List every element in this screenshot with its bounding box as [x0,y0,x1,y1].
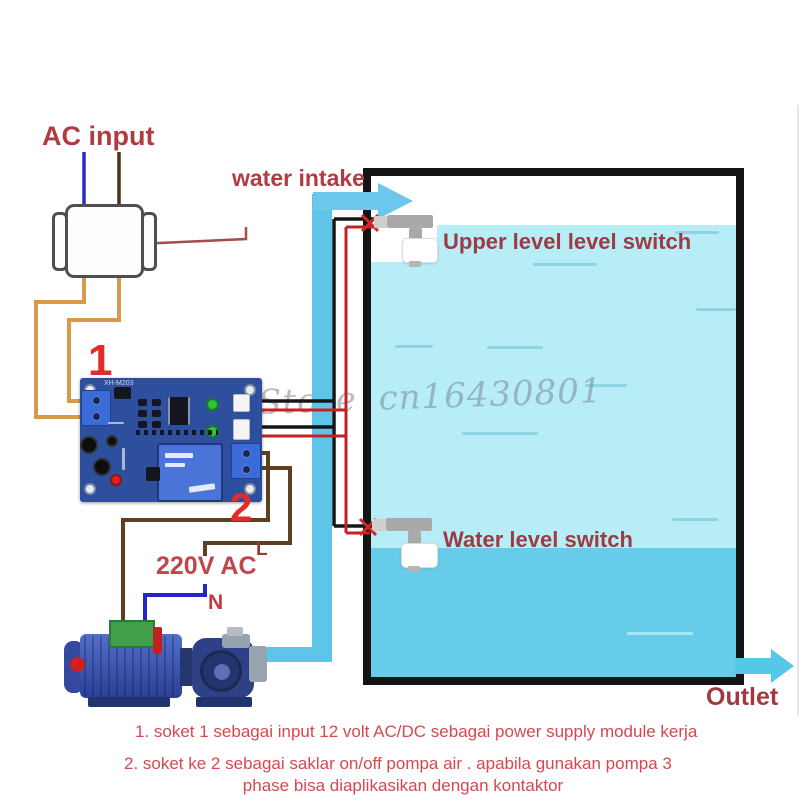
red-led [110,474,122,486]
water-level-switch-label: Water level switch [443,527,633,552]
terminal-screw [242,465,251,474]
intake-pipe-vertical [312,194,332,662]
lower-float-tab [408,566,420,572]
water-ripple [675,231,719,234]
mounting-hole [84,483,96,495]
tank-water-upper [371,225,736,548]
note-line-1: 1. soket 1 sebagai input 12 volt AC/DC s… [135,722,698,741]
socket-2-numeral: 2 [230,486,253,530]
terminal-screw [92,396,101,405]
tank-water-lower [371,548,736,677]
relay-label-line [165,463,185,467]
note-line-2: 2. soket ke 2 sebagai saklar on/off pomp… [124,754,672,773]
lower-float-stem [408,531,421,545]
smd-component [152,410,161,417]
terminal-screw [92,412,101,421]
lower-float-switch-icon [401,543,438,568]
pump-inlet-fitting [222,634,250,648]
relay-label-stripe [188,483,216,493]
note-line-3: phase bisa diaplikasikan dengan kontakto… [242,776,564,795]
pump-red-handle [153,627,162,654]
green-led [206,398,219,411]
water-ripple [487,346,543,349]
water-intake-label: water intake [232,165,365,191]
transformer-body [65,204,144,278]
lower-float-connector [372,519,386,531]
water-ripple [585,384,627,387]
upper-level-switch-label: Upper level level switch [443,229,692,254]
pump-volute-cap [214,664,230,680]
pin-header-row [136,430,218,435]
sensor-connector-1 [233,394,250,412]
sensor-connector-2 [233,419,250,440]
ac-input-label: AC input [42,121,155,151]
silkscreen-mark [122,448,125,470]
water-ripple [696,308,736,311]
mounting-hole [244,384,256,396]
upper-float-stem [409,228,422,241]
photo-edge-line [797,105,799,715]
outlet-label: Outlet [706,683,779,711]
capacitor [93,458,111,476]
live-wire-label: L [256,539,268,560]
capacitor [80,436,98,454]
board-silkscreen-label: XH-M203 [104,380,134,387]
pump-outlet-flange [249,646,267,682]
smd-component [138,399,147,406]
lower-float-arm [386,518,432,531]
transistor [114,387,131,399]
terminal-screw [242,449,251,458]
water-ripple [395,345,433,348]
pump-foot [196,697,252,707]
pump-inlet-cap [227,627,243,636]
silkscreen-mark [108,422,124,424]
main-ic-chip [168,397,190,425]
pump-foot [88,697,170,707]
upper-float-arm [387,215,433,228]
pump-volute [200,650,242,692]
adjust-component [146,467,160,481]
water-ripple [627,632,693,635]
relay-label-line [165,453,193,458]
transformer-output-wire-1 [34,276,86,419]
upper-float-switch-icon [402,238,438,263]
xh-m203-controller-board: XH-M203 [80,378,262,502]
smd-component [138,421,147,428]
pump-endcap-dot [70,657,85,672]
upper-float-connector [374,216,387,228]
water-ripple [462,432,538,435]
upper-float-tab [409,261,421,267]
output-terminal-block [231,443,261,479]
input-terminal-block [81,390,111,426]
relay [157,443,223,502]
neutral-wire-label: N [208,591,224,614]
socket-1-numeral: 1 [88,336,113,385]
smd-component [152,421,161,428]
smd-component [152,399,161,406]
water-ripple [533,263,597,266]
mounting-hole [244,483,256,495]
capacitor [106,435,118,447]
water-ripple [672,518,718,521]
mains-voltage-label: 220V AC [156,552,257,580]
sensor-wire-black [250,217,377,528]
pump-terminal-box [109,620,155,648]
smd-component [138,410,147,417]
pump-coupling [180,648,192,686]
